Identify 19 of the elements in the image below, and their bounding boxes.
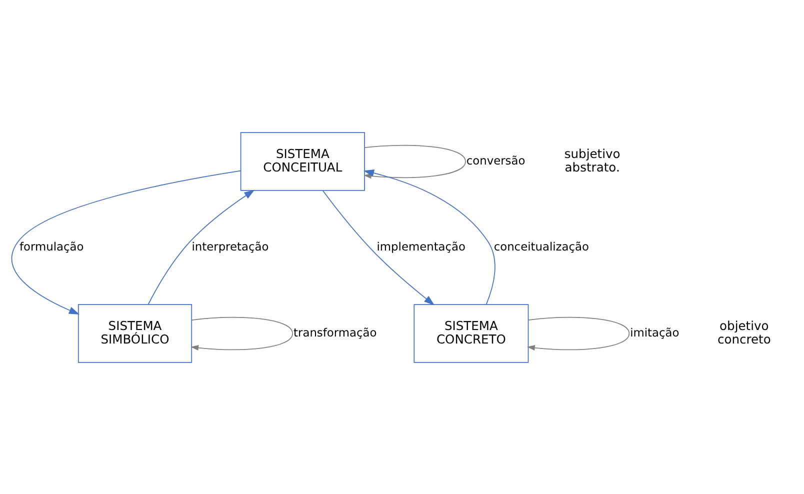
arrow xyxy=(526,316,630,350)
node-box: SISTEMA CONCRETO xyxy=(414,304,529,362)
edge-label: imitação xyxy=(630,325,680,340)
node-box: SISTEMA CONCEITUAL xyxy=(240,132,365,190)
arrow xyxy=(364,144,466,178)
edge-label: interpretação xyxy=(192,238,269,253)
edge-label: transformação xyxy=(294,325,377,340)
label: objetivo concreto xyxy=(717,318,771,346)
arrow xyxy=(322,190,435,305)
node-box: SISTEMA SIMBÓLICO xyxy=(78,304,192,362)
label: subjetivo abstrato. xyxy=(564,146,620,174)
edge-label: formulação xyxy=(20,238,84,253)
edge-label: conceitualização xyxy=(494,238,590,253)
arrow xyxy=(190,316,293,350)
edge-label: implementação xyxy=(376,238,466,253)
arrow xyxy=(148,189,255,304)
arrow xyxy=(363,168,496,304)
edge-label: conversão xyxy=(466,152,526,167)
arrow xyxy=(12,170,241,314)
